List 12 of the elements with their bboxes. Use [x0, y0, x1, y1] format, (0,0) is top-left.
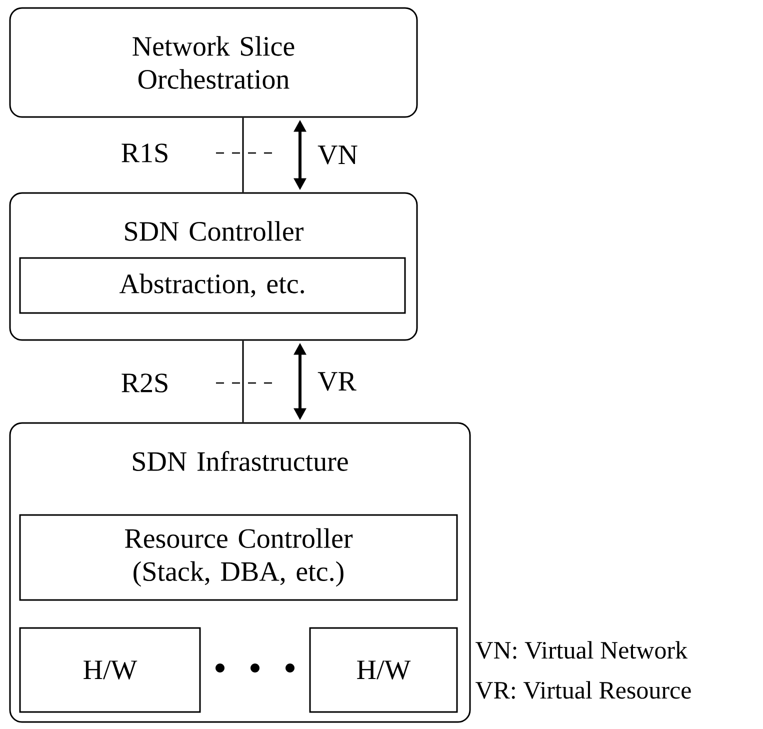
inner-box: Resource Controller (Stack, DBA, etc.) — [19, 514, 458, 601]
connector-line — [242, 340, 244, 422]
hardware-box: H/W — [309, 627, 458, 713]
process-box: Network Slice Orchestration — [9, 7, 418, 118]
hardware-box: H/W — [19, 627, 201, 713]
reference-point-label: R2S — [122, 374, 168, 392]
edge-label: VR — [318, 372, 356, 391]
connector-line — [242, 118, 244, 192]
reference-point-label: R1S — [122, 144, 168, 162]
inner-box: Abstraction, etc. — [19, 257, 406, 314]
abbreviation-note: VN: Virtual Network — [476, 641, 688, 659]
edge-label: VN — [318, 146, 358, 164]
